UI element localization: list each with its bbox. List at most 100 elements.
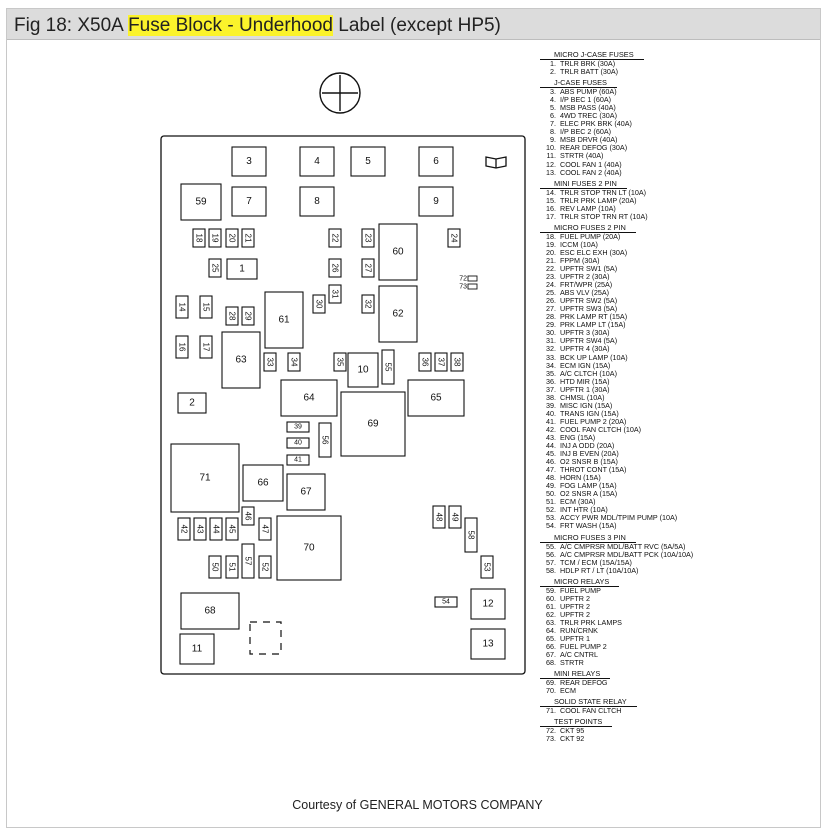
legend-item-number: 21. (546, 255, 556, 265)
fuse-cavity-44 (209, 517, 223, 541)
legend-item-text: UPFTR 1 (560, 634, 590, 643)
fuse-label-70: 70 (303, 543, 315, 554)
legend-item: 9. MSB DRVR (40A) (540, 136, 830, 144)
legend-item-number: 58. (546, 565, 556, 575)
legend-item-number: 25. (546, 288, 556, 298)
fuse-label-1: 1 (239, 264, 245, 275)
legend-item-number: 3. (550, 87, 556, 97)
legend-item-number: 35. (546, 368, 556, 378)
legend-item-text: STRTR (560, 658, 584, 668)
fuse-cavity-42 (177, 517, 191, 541)
fuse-cavity-13 (470, 628, 506, 660)
legend-item: 63.TRLR PRK LAMPS (540, 618, 830, 627)
legend-item: 69.REAR DEFOG (540, 679, 830, 687)
legend-item-text: UPFTR 3 (30A) (560, 328, 610, 338)
legend-item-number: 16. (546, 203, 556, 213)
legend-item: 27.UPFTR SW3 (5A) (540, 305, 830, 313)
legend-item-text: MSB DRVR (40A) (560, 135, 618, 145)
legend-item-number: 55. (546, 541, 556, 551)
fuse-cavity-69 (340, 391, 406, 457)
fuse-cavity-28 (225, 306, 239, 326)
legend-item-number: 30. (546, 328, 556, 338)
fuse-cavity-46 (241, 506, 255, 526)
fuse-label-65: 65 (430, 393, 442, 404)
fuse-label-24: 24 (450, 234, 459, 243)
legend-item: 22.UPFTR SW1 (5A) (540, 264, 830, 273)
legend-item-text: COOL FAN 2 (40A) (560, 167, 622, 177)
fuse-label-3: 3 (246, 156, 252, 167)
fuse-label-63: 63 (235, 355, 247, 366)
legend-item-text: A/C CNTRL (560, 650, 598, 660)
legend-item: 67.A/C CNTRL (540, 651, 830, 659)
legend-item: 49.FOG LAMP (15A) (540, 482, 830, 490)
legend-item-number: 1. (550, 59, 556, 68)
legend-item-number: 38. (546, 392, 556, 402)
legend-item: 6.4WD TREC (30A) (540, 112, 830, 120)
legend-item-number: 56. (546, 549, 556, 559)
legend-item: 26.UPFTR SW2 (5A) (540, 297, 830, 305)
fuse-cavity-43 (193, 517, 207, 541)
fuse-label-60: 60 (392, 247, 404, 258)
fuse-label-64: 64 (303, 393, 315, 404)
fuse-cavity-26 (328, 258, 342, 278)
legend-item-text: ECM (30A) (560, 497, 596, 507)
legend-item: 52.INT HTR (10A) (540, 506, 830, 514)
figure-frame (6, 8, 821, 828)
legend-item-text: I/P BEC 1 (60A) (560, 95, 612, 105)
legend-item-number: 66. (546, 642, 556, 652)
legend-item-text: O2 SNSR B (15A) (560, 457, 618, 467)
legend-item-text: HTD MIR (15A) (560, 376, 610, 386)
fuse-cavity-45 (225, 517, 239, 541)
fuse-cavity-47 (258, 517, 272, 541)
legend-item: 13.COOL FAN 2 (40A) (540, 167, 830, 177)
fuse-label-28: 28 (228, 312, 237, 321)
legend-item-number: 26. (546, 296, 556, 306)
fuse-cavity-38 (450, 352, 464, 372)
legend-item-number: 60. (546, 593, 556, 603)
legend-item: 37.UPFTR 1 (30A) (540, 385, 830, 394)
legend-item-text: UPFTR 4 (30A) (560, 344, 610, 354)
legend-item-number: 48. (546, 473, 556, 483)
fuse-cavity-61 (264, 291, 304, 349)
fuse-cavity-34 (287, 352, 301, 372)
fuse-cavity-20 (225, 228, 239, 248)
legend-item: 61.UPFTR 2 (540, 602, 830, 611)
legend-item-number: 27. (546, 304, 556, 314)
legend-item-number: 9. (550, 135, 556, 145)
legend-item-number: 47. (546, 465, 556, 475)
fuse-cavity-21 (241, 228, 255, 248)
legend-item-text: PRK LAMP RT (15A) (560, 312, 628, 322)
fuse-cavity-3 (231, 146, 267, 177)
legend-item: 21.FPPM (30A) (540, 255, 830, 265)
fuse-cavity-6 (418, 146, 454, 177)
legend-item-text: INJ B EVEN (20A) (560, 449, 619, 459)
fuse-label-33: 33 (266, 358, 275, 367)
fuse-cavity-16 (175, 335, 189, 359)
fuse-cavity-27 (361, 258, 375, 278)
fuse-cavity-57 (241, 543, 255, 579)
legend-item-text: FUEL PUMP 2 (560, 642, 607, 652)
legend-item-number: 71. (546, 706, 556, 716)
fuse-label-53: 53 (483, 563, 492, 572)
legend-item-number: 64. (546, 625, 556, 635)
legend-item-number: 23. (546, 272, 556, 282)
legend-item: 73.CKT 92 (540, 735, 830, 743)
fuse-cavity-5 (350, 146, 386, 177)
legend-item: 46.O2 SNSR B (15A) (540, 458, 830, 466)
fuse-cavity-65 (407, 379, 465, 417)
legend-item-text: FUEL PUMP (560, 585, 601, 595)
legend-item-number: 36. (546, 376, 556, 386)
legend-heading: MICRO FUSES 3 PIN (540, 533, 636, 543)
legend-item-number: 18. (546, 231, 556, 241)
fuse-label-54: 54 (442, 599, 450, 606)
legend-item-text: I/P BEC 2 (60A) (560, 127, 612, 137)
legend-item-text: COOL FAN CLTCH (560, 706, 622, 716)
empty-cavity-outline (249, 621, 282, 655)
legend-heading: TEST POINTS (540, 717, 613, 728)
legend-item-number: 6. (550, 111, 556, 121)
legend-item-text: FRT WASH (15A) (560, 521, 617, 531)
legend-item: 50.O2 SNSR A (15A) (540, 490, 830, 498)
legend-item-text: ESC ELC EXH (30A) (560, 247, 628, 257)
title-highlight: Fuse Block - Underhood (128, 15, 333, 36)
